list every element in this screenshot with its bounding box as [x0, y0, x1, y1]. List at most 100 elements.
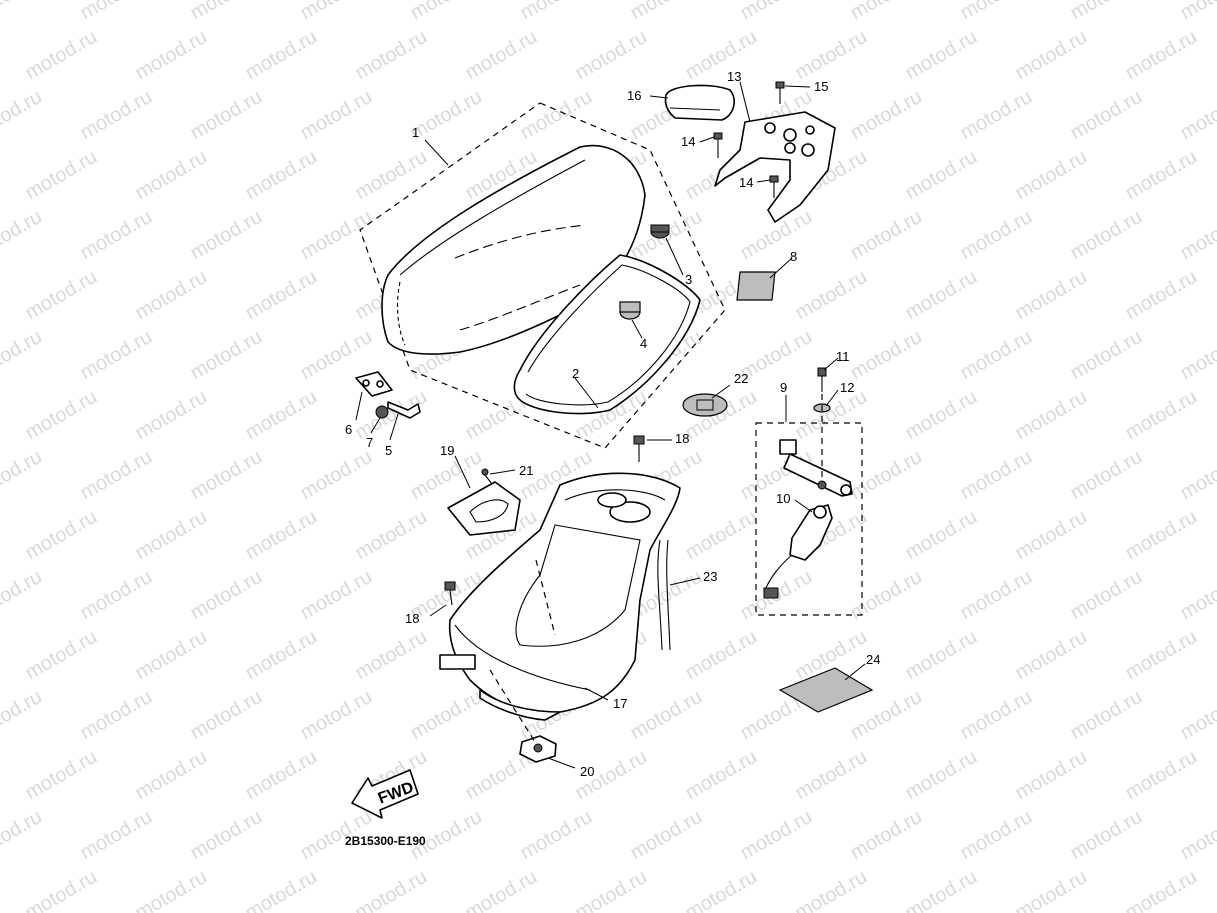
watermark-text: motod.ru	[297, 86, 376, 145]
callout-21: 21	[519, 463, 533, 478]
watermark-text: motod.ru	[0, 86, 46, 145]
watermark-text: motod.ru	[1122, 746, 1201, 805]
watermark-text: motod.ru	[242, 386, 321, 445]
watermark-text: motod.ru	[957, 206, 1036, 265]
watermark-text: motod.ru	[1012, 746, 1091, 805]
watermark-text: motod.ru	[902, 146, 981, 205]
watermark-text: motod.ru	[737, 806, 816, 865]
callout-14a: 14	[681, 134, 695, 149]
watermark-text: motod.ru	[1177, 686, 1217, 745]
watermark-text: motod.ru	[0, 566, 46, 625]
seat-bottom-frame[interactable]	[513, 254, 701, 415]
watermark-text: motod.ru	[132, 266, 211, 325]
watermark-text: motod.ru	[22, 866, 101, 913]
watermark-text: motod.ru	[0, 0, 46, 24]
bolt-14-a[interactable]	[713, 132, 723, 158]
watermark-text: motod.ru	[847, 86, 926, 145]
seat-lock-10[interactable]	[763, 504, 833, 599]
watermark-text: motod.ru	[682, 386, 761, 445]
callout-14b: 14	[739, 175, 753, 190]
watermark-text: motod.ru	[22, 146, 101, 205]
label-8[interactable]	[736, 271, 776, 301]
callout-15: 15	[814, 79, 828, 94]
damper-4[interactable]	[619, 301, 641, 320]
watermark-text: motod.ru	[352, 506, 431, 565]
lock-assembly-boundary	[755, 422, 863, 616]
lock-bracket-9[interactable]	[779, 439, 853, 497]
watermark-text: motod.ru	[297, 0, 376, 24]
callout-23: 23	[703, 569, 717, 584]
watermark-text: motod.ru	[902, 266, 981, 325]
nut-7[interactable]	[375, 405, 389, 419]
carrier-13[interactable]	[714, 111, 836, 223]
nut-20[interactable]	[519, 735, 557, 763]
watermark-text: motod.ru	[242, 746, 321, 805]
watermark-text: motod.ru	[187, 686, 266, 745]
watermark-text: motod.ru	[1067, 0, 1146, 24]
watermark-text: motod.ru	[242, 146, 321, 205]
watermark-text: motod.ru	[957, 326, 1036, 385]
watermark-text: motod.ru	[22, 506, 101, 565]
callout-5: 5	[385, 443, 392, 458]
watermark-text: motod.ru	[242, 866, 321, 913]
watermark-text: motod.ru	[187, 86, 266, 145]
watermark-text: motod.ru	[352, 146, 431, 205]
watermark-text: motod.ru	[517, 806, 596, 865]
callout-4: 4	[640, 336, 647, 351]
screw-21[interactable]	[481, 468, 493, 485]
manual-24[interactable]	[778, 667, 874, 713]
battery-lid-19[interactable]	[447, 481, 521, 536]
watermark-text: motod.ru	[682, 626, 761, 685]
hinge-pin-5[interactable]	[387, 401, 421, 419]
bolt-18-a[interactable]	[633, 435, 645, 462]
watermark-text: motod.ru	[297, 566, 376, 625]
watermark-text: motod.ru	[297, 206, 376, 265]
bolt-15[interactable]	[775, 81, 785, 104]
watermark-text: motod.ru	[1122, 146, 1201, 205]
watermark-text: motod.ru	[902, 626, 981, 685]
callout-7: 7	[366, 435, 373, 450]
watermark-text: motod.ru	[132, 626, 211, 685]
storage-box-17[interactable]	[439, 472, 681, 721]
watermark-text: motod.ru	[22, 386, 101, 445]
watermark-text: motod.ru	[792, 746, 871, 805]
watermark-text: motod.ru	[627, 0, 706, 24]
seat-hinge[interactable]	[355, 371, 393, 397]
hose-23[interactable]	[657, 539, 671, 651]
emblem-22[interactable]	[682, 393, 728, 417]
bolt-14-b[interactable]	[769, 175, 779, 198]
watermark-text: motod.ru	[132, 506, 211, 565]
watermark-text: motod.ru	[462, 26, 541, 85]
watermark-text: motod.ru	[352, 866, 431, 913]
watermark-text: motod.ru	[737, 0, 816, 24]
watermark-text: motod.ru	[0, 206, 46, 265]
watermark-text: motod.ru	[187, 326, 266, 385]
watermark-text: motod.ru	[132, 26, 211, 85]
watermark-text: motod.ru	[132, 146, 211, 205]
watermark-text: motod.ru	[572, 866, 651, 913]
watermark-text: motod.ru	[352, 626, 431, 685]
watermark-text: motod.ru	[77, 326, 156, 385]
damper-3[interactable]	[650, 224, 670, 239]
watermark-text: motod.ru	[1122, 506, 1201, 565]
watermark-text: motod.ru	[847, 446, 926, 505]
watermark-text: motod.ru	[1122, 386, 1201, 445]
watermark-text: motod.ru	[902, 386, 981, 445]
watermark-text: motod.ru	[187, 446, 266, 505]
rear-cover-16[interactable]	[664, 84, 735, 121]
watermark-text: motod.ru	[187, 206, 266, 265]
watermark-text: motod.ru	[77, 0, 156, 24]
watermark-text: motod.ru	[682, 26, 761, 85]
watermark-text: motod.ru	[1177, 206, 1217, 265]
bolt-18-b[interactable]	[444, 581, 456, 606]
watermark-text: motod.ru	[957, 446, 1036, 505]
watermark-text: motod.ru	[22, 266, 101, 325]
watermark-text: motod.ru	[1177, 0, 1217, 24]
watermark-text: motod.ru	[1122, 866, 1201, 913]
bolt-11[interactable]	[817, 367, 827, 392]
watermark-text: motod.ru	[792, 26, 871, 85]
watermark-text: motod.ru	[0, 806, 46, 865]
watermark-text: motod.ru	[517, 0, 596, 24]
